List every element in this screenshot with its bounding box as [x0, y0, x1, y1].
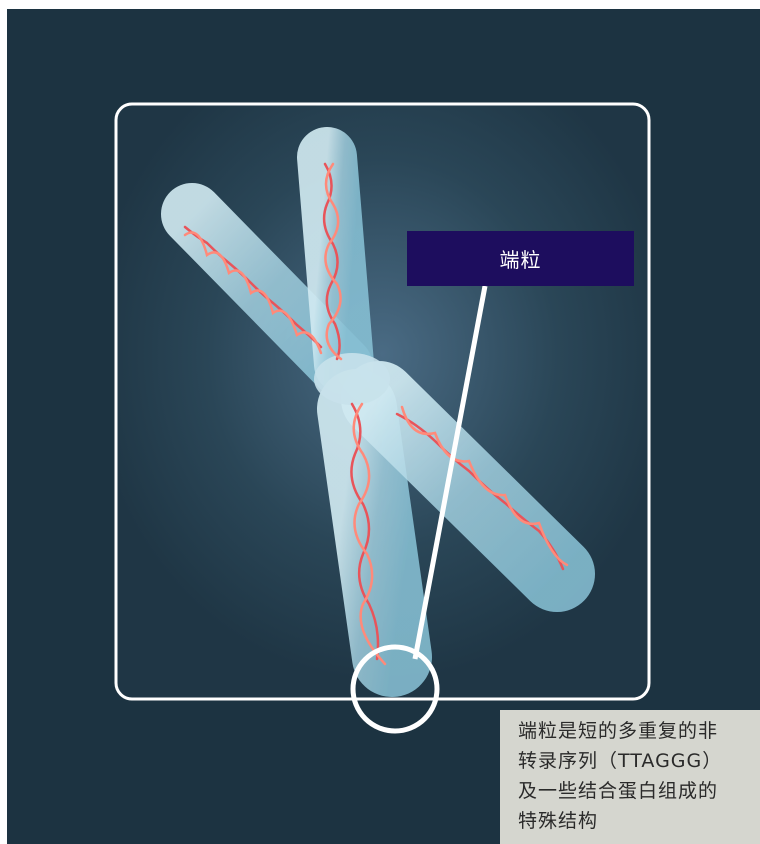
- caption-line: 端粒是短的多重复的非: [518, 716, 750, 746]
- caption-line: 特殊结构: [518, 806, 750, 836]
- telomere-label-text: 端粒: [500, 244, 542, 273]
- telomere-label: 端粒: [407, 231, 634, 286]
- caption-line: 转录序列（TTAGGG）: [518, 746, 750, 776]
- caption-box: 端粒是短的多重复的非 转录序列（TTAGGG） 及一些结合蛋白组成的 特殊结构: [500, 710, 760, 844]
- caption-line: 及一些结合蛋白组成的: [518, 776, 750, 806]
- figure-stage: 端粒 端粒是短的多重复的非 转录序列（TTAGGG） 及一些结合蛋白组成的 特殊…: [7, 9, 760, 844]
